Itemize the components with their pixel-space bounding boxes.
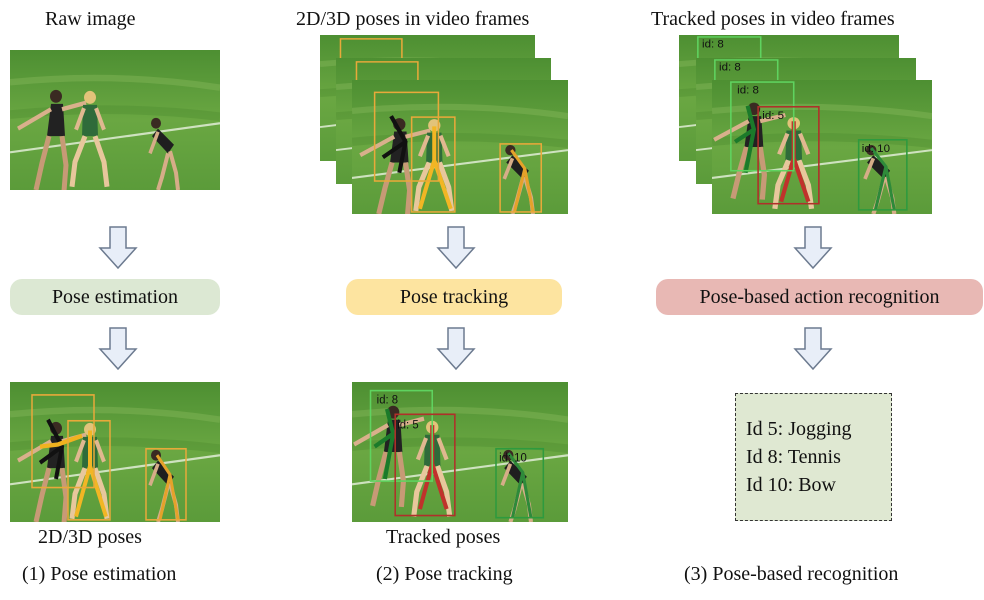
down-arrow-icon	[436, 226, 476, 270]
recognition-results-box: Id 5: Jogging Id 8: Tennis Id 10: Bow	[735, 393, 892, 521]
track-id10-label: id: 10	[862, 143, 890, 155]
result-item: Id 8: Tennis	[746, 446, 841, 468]
pose-tracking-stage: Pose tracking	[346, 279, 562, 315]
track-id5-label: id: 5	[762, 110, 784, 122]
pose-estimation-stage: Pose estimation	[10, 279, 220, 315]
column2-title: 2D/3D poses in video frames	[296, 8, 530, 30]
track-id8-label: id: 8	[702, 39, 724, 51]
estimated-poses-image	[10, 382, 220, 522]
video-frame-front	[352, 80, 568, 214]
column1-title: Raw image	[45, 8, 136, 30]
step1-label: (1) Pose estimation	[22, 563, 177, 585]
tracked-poses-image: id: 8 id: 5 id: 10	[352, 382, 568, 522]
track-id5-label: id: 5	[397, 419, 418, 431]
raw-image	[10, 50, 220, 190]
track-id10-label: id: 10	[499, 452, 527, 464]
down-arrow-icon	[436, 327, 476, 371]
column3-title: Tracked poses in video frames	[651, 8, 895, 30]
track-id8-label: id: 8	[737, 84, 759, 96]
step3-label: (3) Pose-based recognition	[684, 563, 899, 585]
track-id8-label: id: 8	[719, 62, 741, 74]
down-arrow-icon	[98, 226, 138, 270]
result-item: Id 5: Jogging	[746, 418, 852, 440]
column1-bottom-caption: 2D/3D poses	[38, 526, 142, 548]
track-id8-label: id: 8	[377, 394, 398, 406]
down-arrow-icon	[98, 327, 138, 371]
action-recognition-stage: Pose-based action recognition	[656, 279, 983, 315]
result-item: Id 10: Bow	[746, 474, 836, 496]
down-arrow-icon	[793, 226, 833, 270]
down-arrow-icon	[793, 327, 833, 371]
column2-bottom-caption: Tracked poses	[386, 526, 501, 548]
tracked-frame-front: id: 8 id: 5 id: 10	[712, 80, 932, 214]
step2-label: (2) Pose tracking	[376, 563, 513, 585]
